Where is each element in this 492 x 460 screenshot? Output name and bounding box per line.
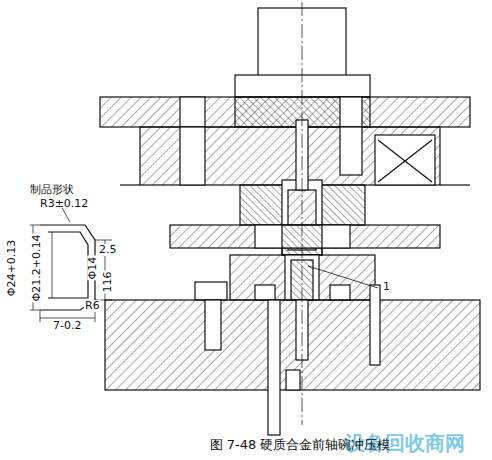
diameter-dim: Φ21.2+0.14 bbox=[31, 234, 43, 303]
diameter-dim: Φ14 bbox=[87, 256, 99, 281]
length-dim: 2.5 bbox=[98, 244, 118, 256]
product-title: 制品形状 bbox=[30, 184, 74, 196]
callout-number: 1 bbox=[382, 281, 391, 293]
length-dim: 116 bbox=[102, 271, 114, 294]
radius-dim: R3±0.12 bbox=[40, 198, 88, 210]
length-dim: 7-0.2 bbox=[52, 320, 82, 332]
radius-dim: R6 bbox=[84, 300, 101, 312]
diameter-dim: Φ24+0.13 bbox=[6, 239, 18, 297]
figure-caption: 图 7-48 硬质合金前轴碗冲压模 bbox=[210, 438, 391, 452]
